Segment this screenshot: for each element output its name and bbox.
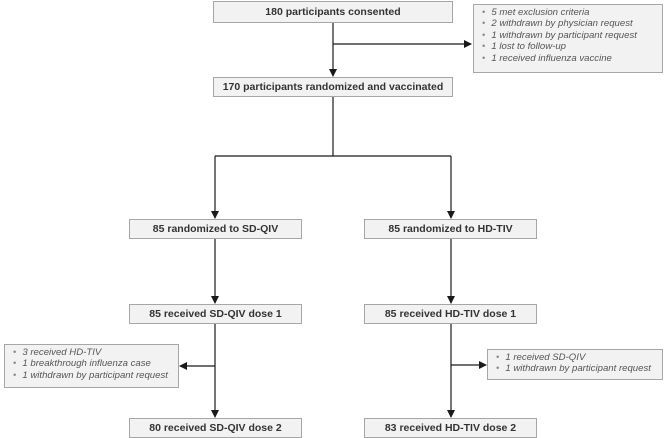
randomized-label: 170 participants randomized and vaccinat…: [222, 81, 444, 93]
consented-label: 180 participants consented: [265, 6, 401, 18]
exclusion-notes-list: 5 met exclusion criteria 2 withdrawn by …: [482, 7, 654, 64]
exclusion-note-item: 2 withdrawn by physician request: [482, 18, 654, 29]
right-notes-box: 1 received SD-QIV 1 withdrawn by partici…: [487, 349, 663, 380]
left-randomized-label: 85 randomized to SD-QIV: [152, 223, 279, 235]
right-dose1-box: 85 received HD-TIV dose 1: [364, 304, 537, 324]
exclusion-note-item: 5 met exclusion criteria: [482, 7, 654, 18]
left-dose2-label: 80 received SD-QIV dose 2: [149, 422, 282, 434]
left-note-item: 3 received HD-TIV: [13, 347, 170, 358]
randomized-box: 170 participants randomized and vaccinat…: [213, 77, 453, 97]
right-dose1-label: 85 received HD-TIV dose 1: [384, 308, 517, 320]
left-notes-list: 3 received HD-TIV 1 breakthrough influen…: [13, 347, 170, 381]
left-note-item: 1 withdrawn by participant request: [13, 370, 170, 381]
left-dose1-label: 85 received SD-QIV dose 1: [149, 308, 282, 320]
right-randomized-box: 85 randomized to HD-TIV: [364, 219, 537, 239]
right-dose2-label: 83 received HD-TIV dose 2: [384, 422, 517, 434]
right-dose2-box: 83 received HD-TIV dose 2: [364, 418, 537, 438]
left-dose1-box: 85 received SD-QIV dose 1: [129, 304, 302, 324]
left-notes-box: 3 received HD-TIV 1 breakthrough influen…: [4, 344, 179, 388]
exclusion-note-item: 1 withdrawn by participant request: [482, 30, 654, 41]
exclusion-note-item: 1 lost to follow-up: [482, 41, 654, 52]
right-randomized-label: 85 randomized to HD-TIV: [388, 223, 513, 235]
right-note-item: 1 received SD-QIV: [496, 352, 654, 363]
exclusion-notes-box: 5 met exclusion criteria 2 withdrawn by …: [473, 4, 663, 73]
right-notes-list: 1 received SD-QIV 1 withdrawn by partici…: [496, 352, 654, 375]
consented-box: 180 participants consented: [213, 1, 453, 23]
right-note-item: 1 withdrawn by participant request: [496, 363, 654, 374]
exclusion-note-item: 1 received influenza vaccine: [482, 53, 654, 64]
left-note-item: 1 breakthrough influenza case: [13, 358, 170, 369]
left-dose2-box: 80 received SD-QIV dose 2: [129, 418, 302, 438]
left-randomized-box: 85 randomized to SD-QIV: [129, 219, 302, 239]
